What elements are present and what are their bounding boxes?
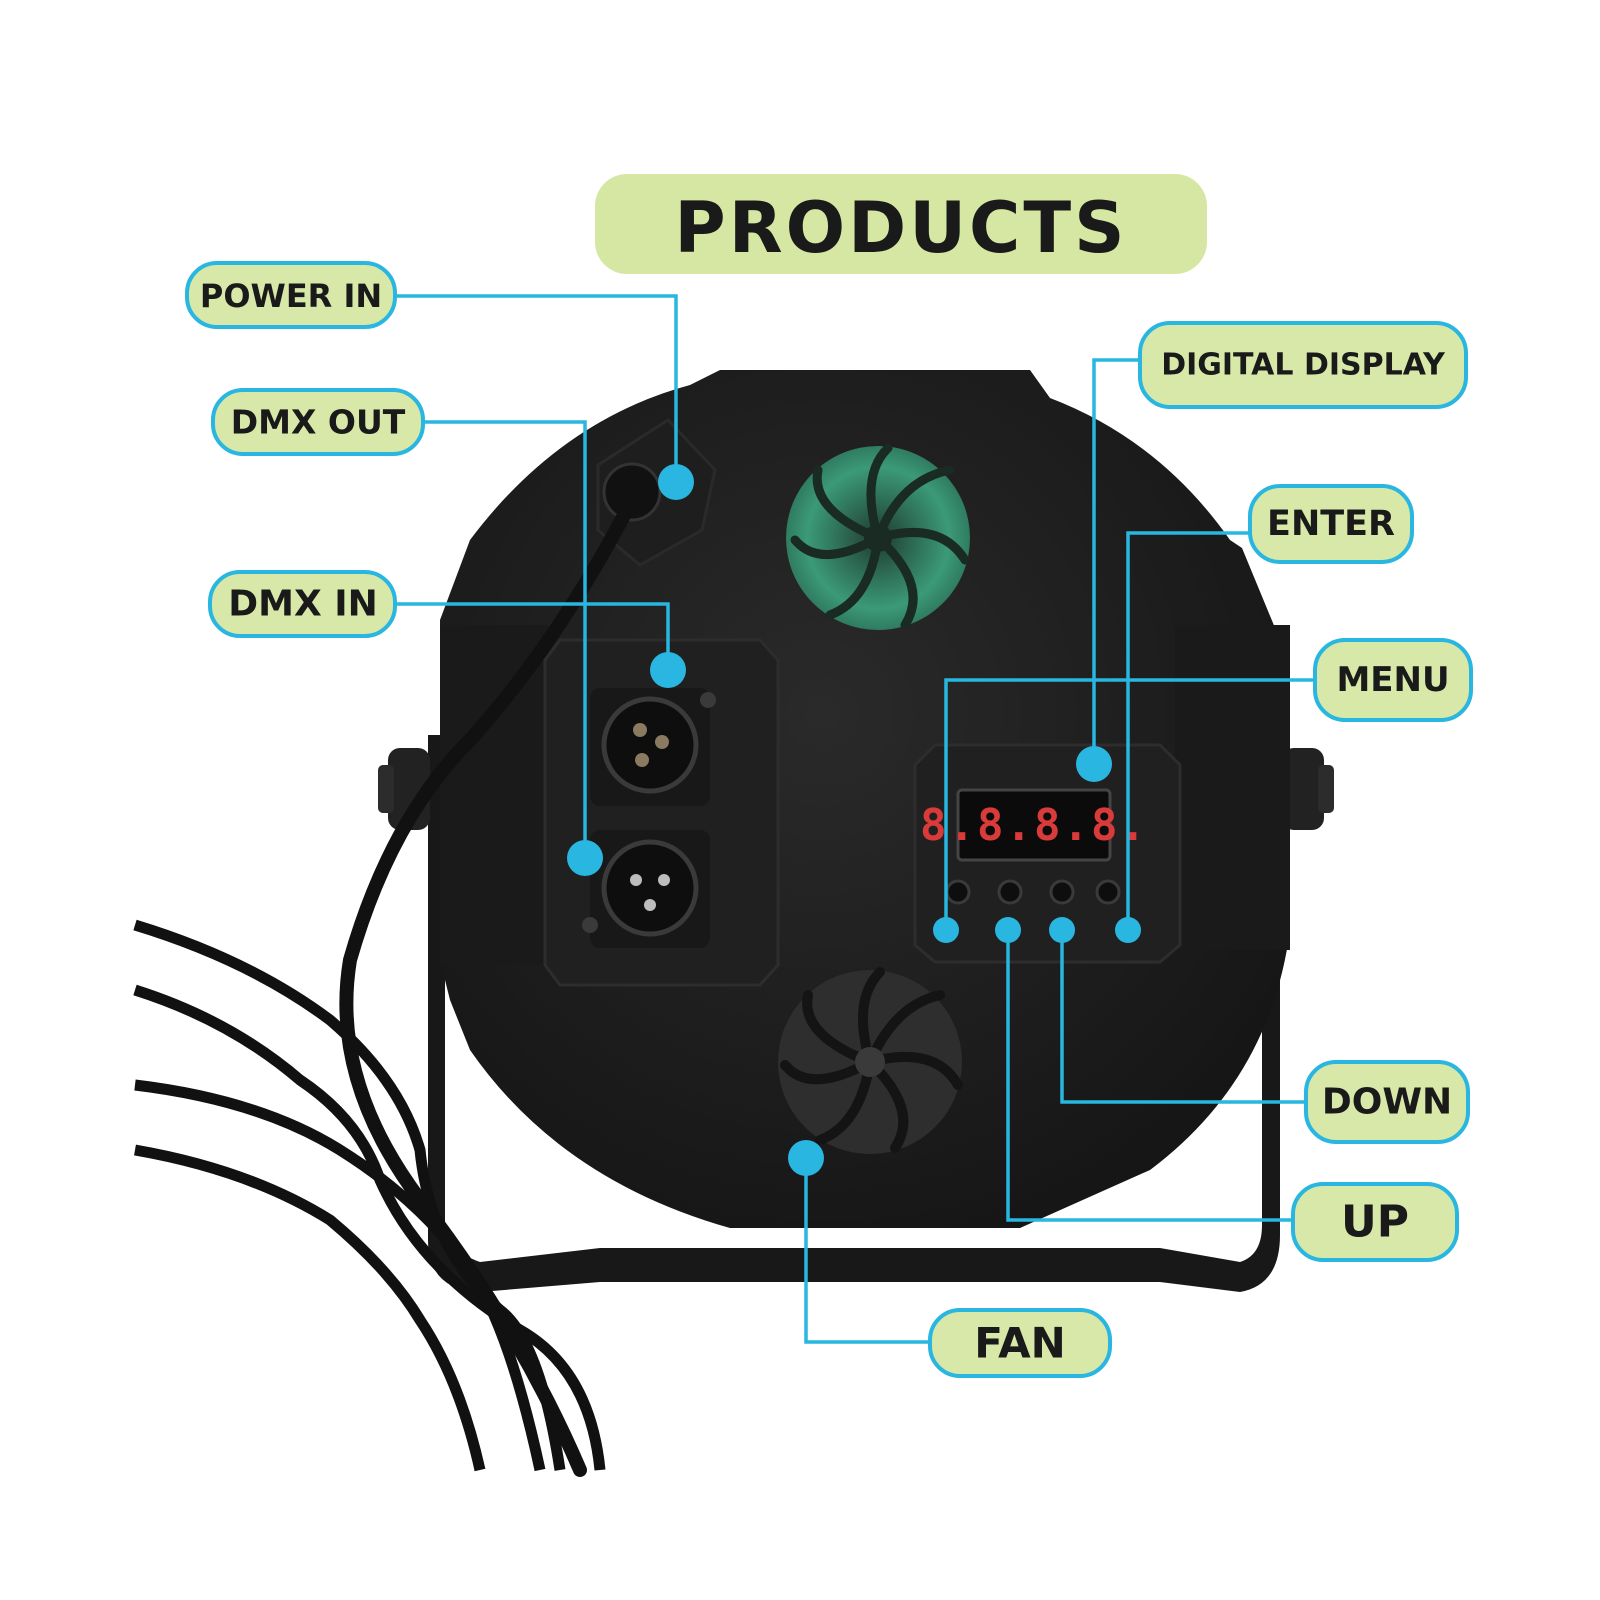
up-button[interactable] bbox=[997, 879, 1023, 905]
label-power-in: POWER IN bbox=[200, 277, 382, 315]
leader-dmx-in bbox=[395, 602, 670, 670]
label-up: UP bbox=[1341, 1197, 1409, 1248]
leader-dmx-out bbox=[423, 420, 587, 858]
digital-display-screen bbox=[956, 788, 1112, 862]
leader-lines bbox=[395, 294, 1315, 1344]
label-fan: FAN bbox=[974, 1319, 1066, 1368]
leader-up bbox=[1006, 930, 1293, 1222]
menu-button[interactable] bbox=[945, 879, 971, 905]
control-panel: 8.8.8.8. bbox=[913, 743, 1182, 964]
page-title: PRODUCTS bbox=[674, 187, 1127, 269]
leader-menu bbox=[944, 678, 1315, 930]
dmx-panel bbox=[543, 638, 780, 987]
leader-enter bbox=[1126, 531, 1250, 930]
label-dmx-in: DMX IN bbox=[228, 584, 378, 625]
label-digital-display: DIGITAL DISPLAY bbox=[1161, 348, 1446, 383]
par-light-device: 8.8.8.8. bbox=[133, 370, 1334, 1477]
down-button[interactable] bbox=[1049, 879, 1075, 905]
label-enter: ENTER bbox=[1267, 504, 1395, 544]
rear-fan bbox=[778, 967, 963, 1154]
enter-button[interactable] bbox=[1095, 879, 1121, 905]
leader-digital-display bbox=[1092, 358, 1140, 764]
right-knob bbox=[1282, 748, 1324, 830]
rear-fan-lit bbox=[786, 443, 970, 630]
display-digits: 8.8.8.8. bbox=[920, 800, 1148, 851]
device-body bbox=[440, 370, 1290, 1228]
dmx-in-connector bbox=[582, 830, 710, 948]
leader-power-in bbox=[395, 294, 678, 482]
title-pill: PRODUCTS bbox=[595, 174, 1207, 274]
dmx-out-connector bbox=[590, 688, 716, 806]
power-inlet bbox=[596, 418, 717, 567]
leader-down bbox=[1060, 930, 1306, 1104]
label-dmx-out: DMX OUT bbox=[231, 403, 406, 442]
label-down: DOWN bbox=[1322, 1082, 1452, 1123]
leader-fan bbox=[804, 1158, 930, 1344]
marker-dots bbox=[567, 464, 1141, 1176]
label-menu: MENU bbox=[1336, 660, 1449, 700]
